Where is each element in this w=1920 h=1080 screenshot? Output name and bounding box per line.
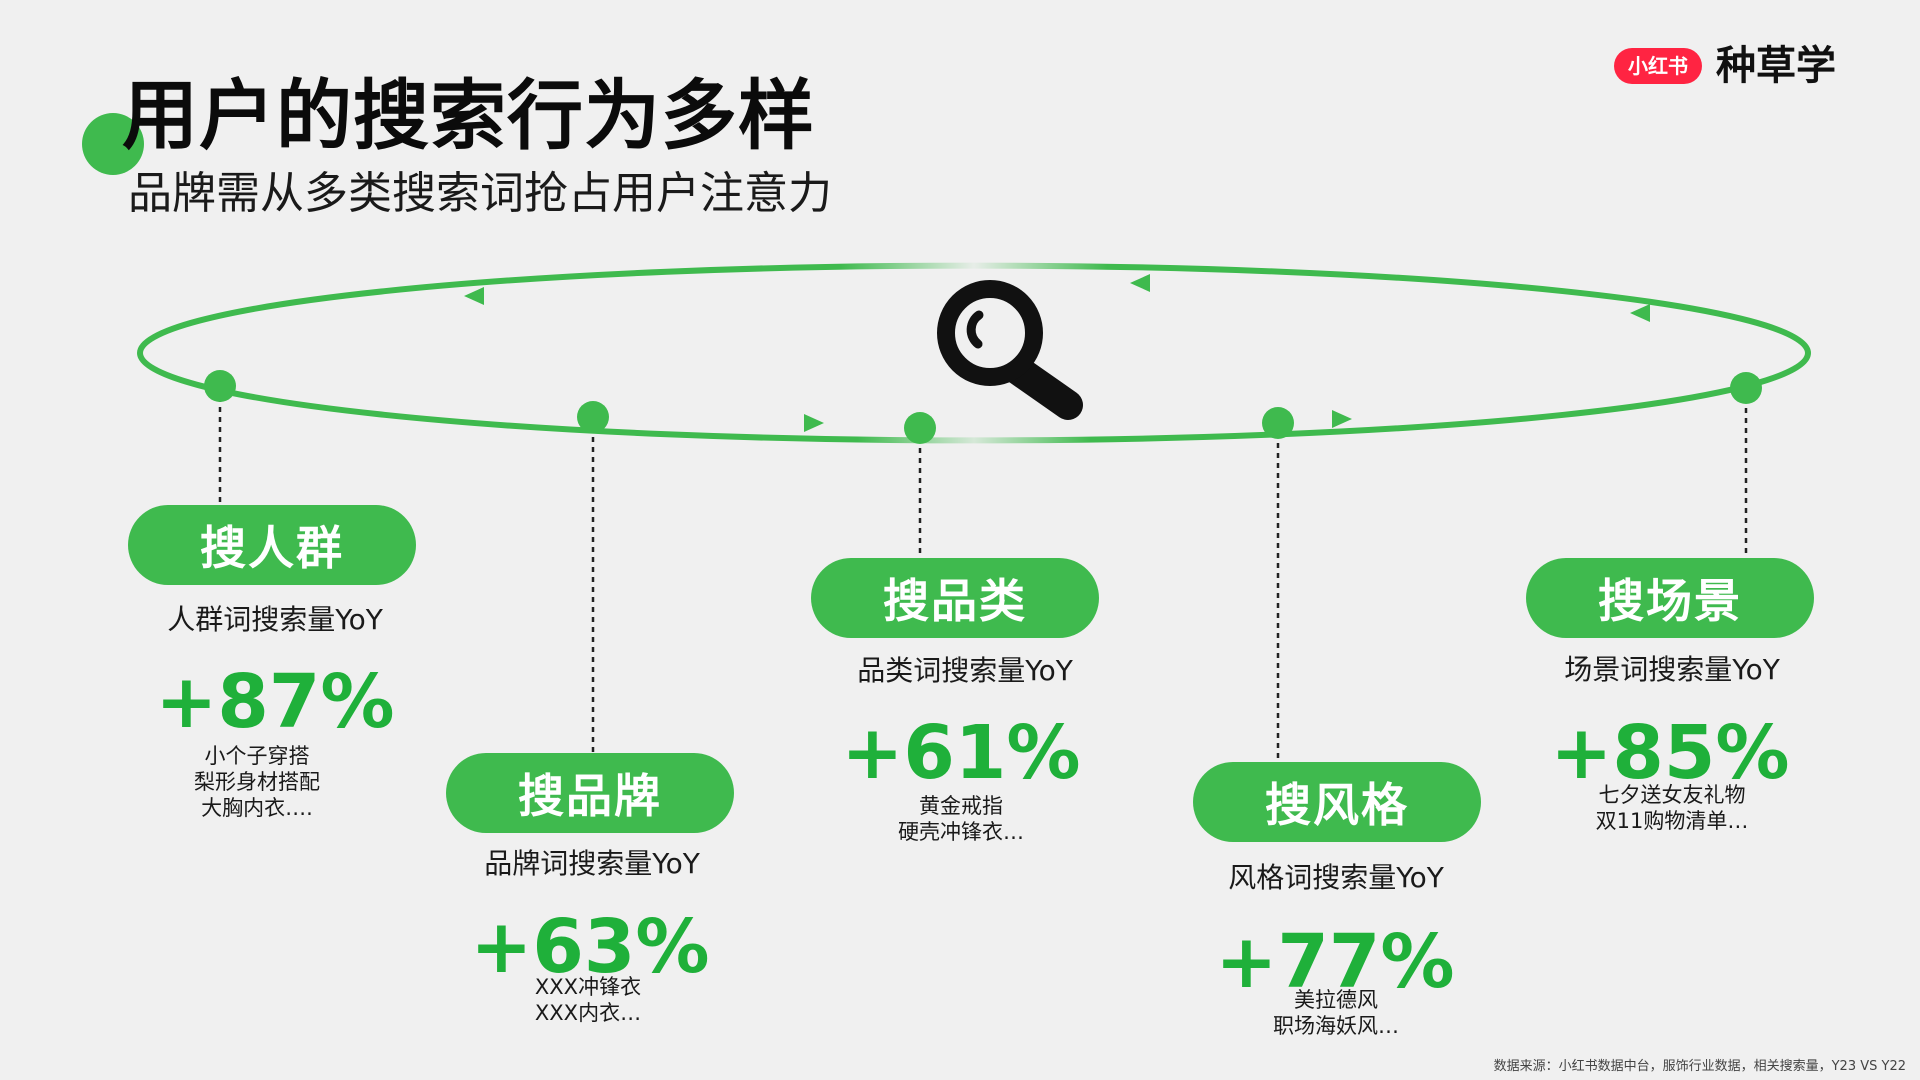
category-pill-brand: 搜品牌 (446, 753, 734, 833)
logo-text: 种草学 (1716, 43, 1836, 89)
category-examples-brand: XXX冲锋衣 XXX内衣… (534, 975, 642, 1025)
connector-lines (218, 387, 1748, 760)
category-examples-style: 美拉德风 职场海妖风… (1273, 988, 1399, 1038)
category-metric-category: 品类词搜索量YoY (857, 654, 1073, 687)
arrow-left-icon (1130, 274, 1150, 292)
category-percent-category: +61% (841, 710, 1081, 796)
arrow-left-icon (1630, 304, 1650, 322)
category-percent-style: +77% (1215, 919, 1455, 1005)
magnifier-icon (937, 280, 1083, 420)
brand-logo: 小红书 种草学 (1614, 46, 1836, 86)
category-pill-scene: 搜场景 (1526, 558, 1814, 638)
category-metric-crowd: 人群词搜索量YoY (167, 603, 383, 636)
category-metric-brand: 品牌词搜索量YoY (484, 847, 700, 880)
arrow-left-icon (464, 287, 484, 305)
logo-badge: 小红书 (1614, 48, 1702, 84)
category-metric-scene: 场景词搜索量YoY (1564, 653, 1780, 686)
category-percent-brand: +63% (470, 904, 710, 990)
category-pill-category: 搜品类 (811, 558, 1099, 638)
category-pill-crowd: 搜人群 (128, 505, 416, 585)
page-subtitle: 品牌需从多类搜索词抢占用户注意力 (128, 168, 832, 219)
orbit-upper-arc (137, 262, 1811, 354)
page-title: 用户的搜索行为多样 (122, 71, 815, 160)
arrow-right-icon (1332, 410, 1352, 428)
category-percent-scene: +85% (1550, 710, 1790, 796)
category-examples-scene: 七夕送女友礼物 双11购物清单… (1595, 783, 1749, 833)
orbit-lower-arc (137, 352, 1811, 444)
category-metric-style: 风格词搜索量YoY (1228, 861, 1444, 894)
title-accent-dot (82, 113, 144, 175)
category-pill-style: 搜风格 (1193, 762, 1481, 842)
data-source-footnote: 数据来源：小红书数据中台，服饰行业数据，相关搜索量，Y23 VS Y22 (1493, 1059, 1906, 1074)
category-examples-crowd: 小个子穿搭 梨形身材搭配 大胸内衣…. (194, 744, 320, 820)
arrow-right-icon (804, 414, 824, 432)
category-examples-category: 黄金戒指 硬壳冲锋衣… (898, 794, 1024, 844)
category-percent-crowd: +87% (155, 659, 395, 745)
orbit-dots (204, 370, 1762, 444)
